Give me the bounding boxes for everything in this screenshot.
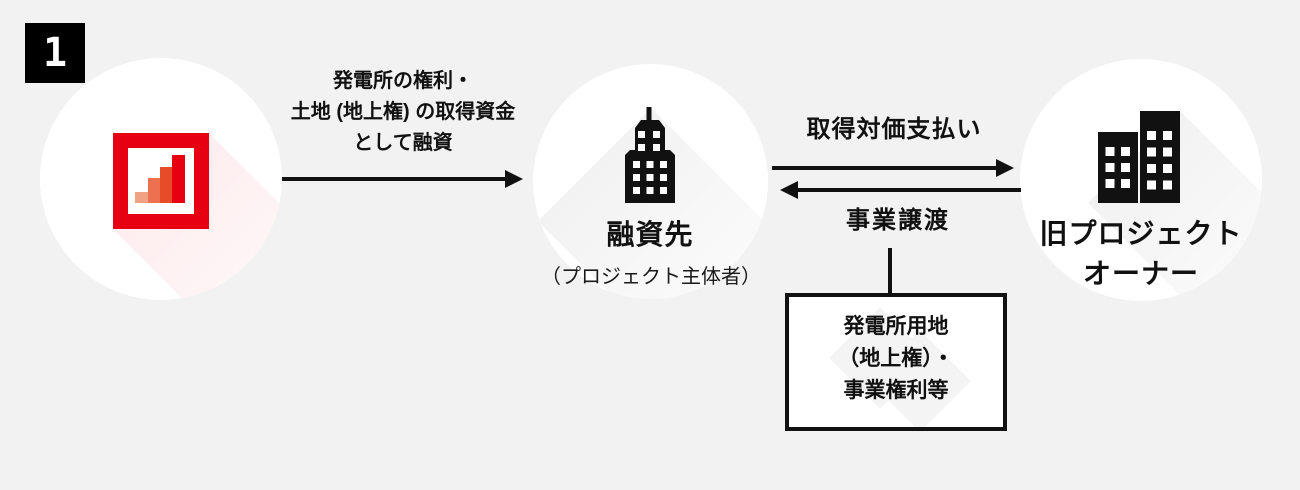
logo-bar-1 (135, 192, 148, 203)
old-owner-title-line2: オーナー (1082, 258, 1199, 289)
payment-arrow-label: 取得対価支払い (806, 116, 982, 143)
transfer-arrow-head-icon (780, 181, 798, 199)
logo-bar-3 (160, 167, 172, 203)
loan-arrow-head-icon (505, 170, 523, 188)
asset-box: 発電所用地 （地上権）・ 事業権利等 (785, 293, 1007, 431)
loan-arrow-label: 発電所の権利・ 土地 (地上権) の取得資金 として融資 (283, 66, 523, 159)
borrower-subtitle: （プロジェクト主体者） (541, 266, 761, 288)
step-number: 1 (42, 30, 68, 76)
asset-box-line1: 発電所用地 (843, 315, 949, 338)
asset-box-line3: 事業権利等 (843, 379, 949, 402)
old-owner-node (1020, 59, 1262, 301)
step-number-badge: 1 (25, 23, 85, 83)
borrower-title: 融資先 (606, 219, 694, 250)
skyscraper-icon (625, 107, 675, 203)
loan-arrow-label-line2: 土地 (地上権) の取得資金 (290, 101, 516, 123)
asset-box-line2: （地上権）・ (838, 347, 954, 370)
old-owner-title-line1: 旧プロジェクト (1039, 218, 1243, 249)
logo-bars (135, 155, 185, 203)
payment-arrow-head-icon (996, 159, 1014, 177)
loan-arrow-line (282, 177, 505, 181)
lender-node (40, 58, 282, 300)
twin-buildings-icon (1098, 111, 1180, 203)
logo-bar-4 (172, 155, 185, 203)
transfer-arrow-line (796, 188, 1021, 192)
transfer-arrow-label: 事業譲渡 (846, 207, 950, 234)
asset-box-connector-line (888, 248, 892, 294)
borrower-node (533, 64, 768, 299)
loan-arrow-label-line1: 発電所の権利・ (333, 70, 473, 92)
payment-arrow-line (772, 166, 996, 170)
asset-box-text: 発電所用地 （地上権）・ 事業権利等 (789, 297, 1003, 407)
loan-arrow-label-line3: として融資 (353, 132, 453, 154)
logo-bar-2 (148, 178, 160, 203)
bar-chart-logo-icon (113, 133, 209, 229)
old-owner-title: 旧プロジェクト オーナー (1021, 214, 1261, 294)
